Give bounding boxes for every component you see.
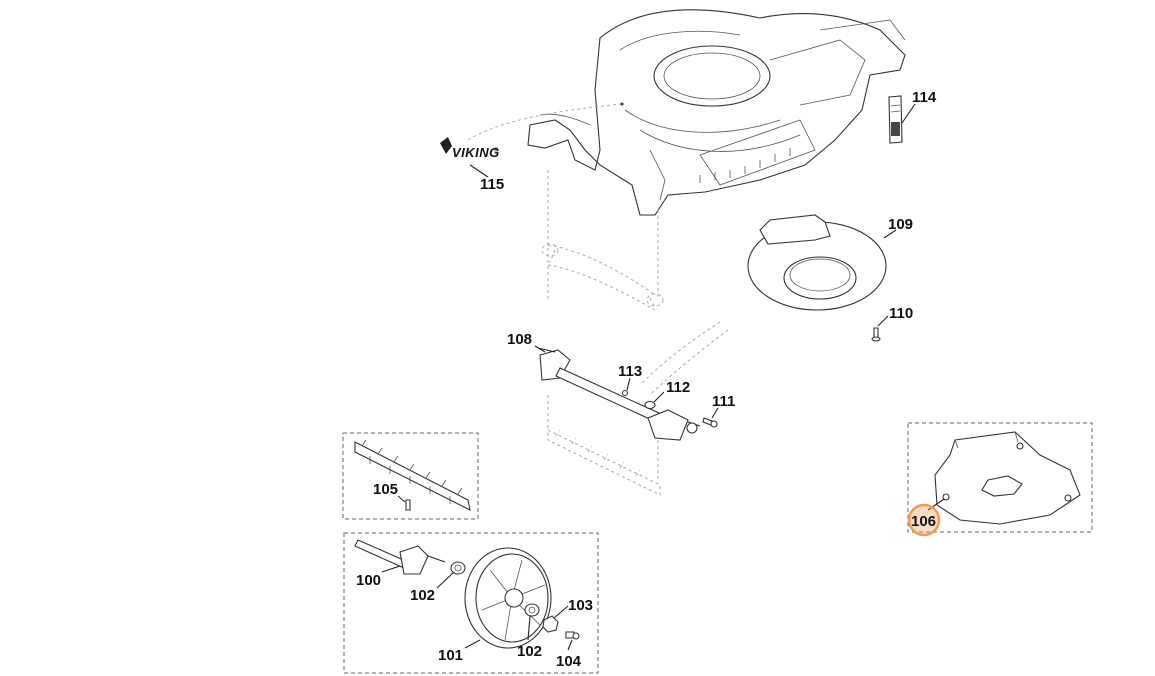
baffle-109 — [747, 214, 887, 311]
leader-lines — [381, 103, 945, 651]
screw-111 — [702, 417, 718, 428]
box-105 — [342, 432, 479, 520]
callout-110[interactable]: 110 — [889, 305, 913, 322]
callout-112[interactable]: 112 — [666, 379, 690, 396]
callout-labels: 115 114 109 110 108 113 112 111 105 106 … — [356, 89, 937, 670]
callout-102-bushing-outer[interactable]: 102 — [517, 643, 542, 660]
viking-logo: VIKING ® — [440, 137, 500, 160]
callout-115[interactable]: 115 — [480, 176, 504, 193]
callout-108[interactable]: 108 — [507, 331, 532, 348]
handle-tube — [541, 243, 729, 396]
callout-102-bushing-inner[interactable]: 102 — [410, 587, 435, 604]
callout-113[interactable]: 113 — [618, 363, 642, 380]
rear-axle — [537, 347, 701, 441]
rear-hinge-ghost — [547, 429, 661, 496]
washer-112 — [644, 400, 656, 410]
callout-100[interactable]: 100 — [356, 572, 381, 589]
screw-110 — [871, 327, 881, 342]
callout-106[interactable]: 106 — [911, 513, 936, 530]
callout-105[interactable]: 105 — [373, 481, 398, 498]
callout-111[interactable]: 111 — [712, 393, 735, 410]
callout-106-highlight[interactable] — [907, 503, 941, 537]
callout-104[interactable]: 104 — [556, 653, 582, 670]
viking-logo-text: VIKING — [452, 145, 500, 160]
trademark-symbol: ® — [494, 147, 499, 154]
box-wheel — [343, 532, 599, 674]
label-114 — [888, 95, 903, 144]
callout-109[interactable]: 109 — [888, 216, 913, 233]
callout-101[interactable]: 101 — [438, 647, 463, 664]
mower-deck — [467, 9, 906, 216]
callout-114[interactable]: 114 — [912, 89, 937, 106]
fastener-113 — [621, 389, 629, 397]
guide-lines — [547, 170, 659, 480]
box-106 — [907, 422, 1093, 533]
callout-103[interactable]: 103 — [568, 597, 593, 614]
